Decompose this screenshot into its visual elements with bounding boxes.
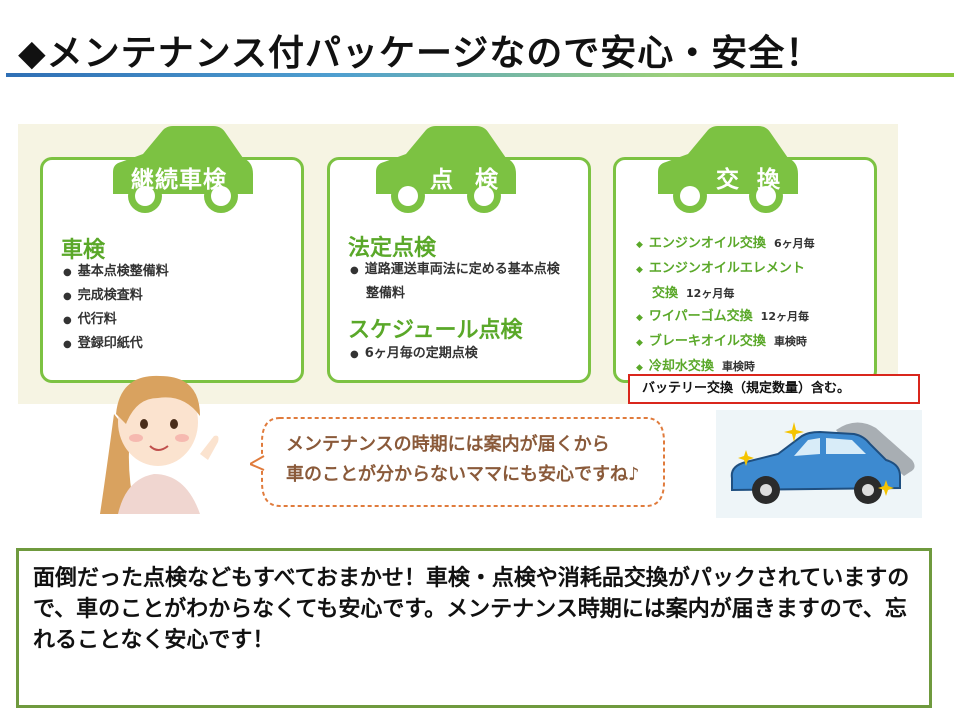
card-inspection: 点検 法定点検 ●道路運送車両法に定める基本点検 整備料 スケジュール点検 ●6… <box>327 126 591 383</box>
car-icon <box>113 126 253 213</box>
car-label: 交換 <box>716 167 798 193</box>
card-inspection-renewal: 継続車検 車検 ●基本点検整備料 ●完成検査料 ●代行料 ●登録印紙代 <box>40 126 304 383</box>
item-list: ●基本点検整備料 ●完成検査料 ●代行料 ●登録印紙代 <box>63 260 169 356</box>
list-item: ●完成検査料 <box>63 288 143 303</box>
car-icon <box>376 126 516 213</box>
item-list-2: ●6ヶ月毎の定期点検 <box>350 342 478 366</box>
list-item: ●基本点検整備料 <box>63 264 169 279</box>
card-heading: 車検 <box>61 238 106 263</box>
card-heading: 法定点検 <box>348 236 437 261</box>
woman-illustration <box>100 375 219 514</box>
list-item: ●登録印紙代 <box>63 336 143 351</box>
list-item: ●6ヶ月毎の定期点検 <box>350 346 478 361</box>
list-item: ●代行料 <box>63 312 117 327</box>
car-illustration <box>716 410 922 518</box>
list-item: ◆ブレーキオイル交換車検時 <box>636 334 807 349</box>
car-label: 点検 <box>430 167 520 193</box>
list-item: ◆エンジンオイルエレメント <box>636 261 805 276</box>
car-icon <box>658 126 798 213</box>
speech-line-2: 車のことが分からないママにも安心ですね♪ <box>286 464 640 485</box>
list-item: ●道路運送車両法に定める基本点検 <box>350 262 560 277</box>
speech-line-1: メンテナンスの時期には案内が届くから <box>286 434 610 455</box>
list-item: 整備料 <box>366 286 406 301</box>
speech-bubble <box>250 417 665 507</box>
title-underline <box>6 73 954 77</box>
item-list: ●道路運送車両法に定める基本点検 整備料 <box>350 258 560 305</box>
summary-text: 面倒だった点検などもすべておまかせ！車検・点検や消耗品交換がパックされていますの… <box>33 566 910 653</box>
card-heading-2: スケジュール点検 <box>348 318 523 343</box>
car-label: 継続車検 <box>131 167 227 193</box>
battery-note: バッテリー交換（規定数量）含む。 <box>628 374 920 404</box>
page-title: ◆メンテナンス付パッケージなので安心・安全！ <box>18 33 823 74</box>
summary-box: 面倒だった点検などもすべておまかせ！車検・点検や消耗品交換がパックされていますの… <box>16 548 932 708</box>
speech-text: メンテナンスの時期には案内が届くから 車のことが分からないママにも安心ですね♪ <box>286 430 666 490</box>
list-item: ◆冷却水交換車検時 <box>636 359 755 374</box>
